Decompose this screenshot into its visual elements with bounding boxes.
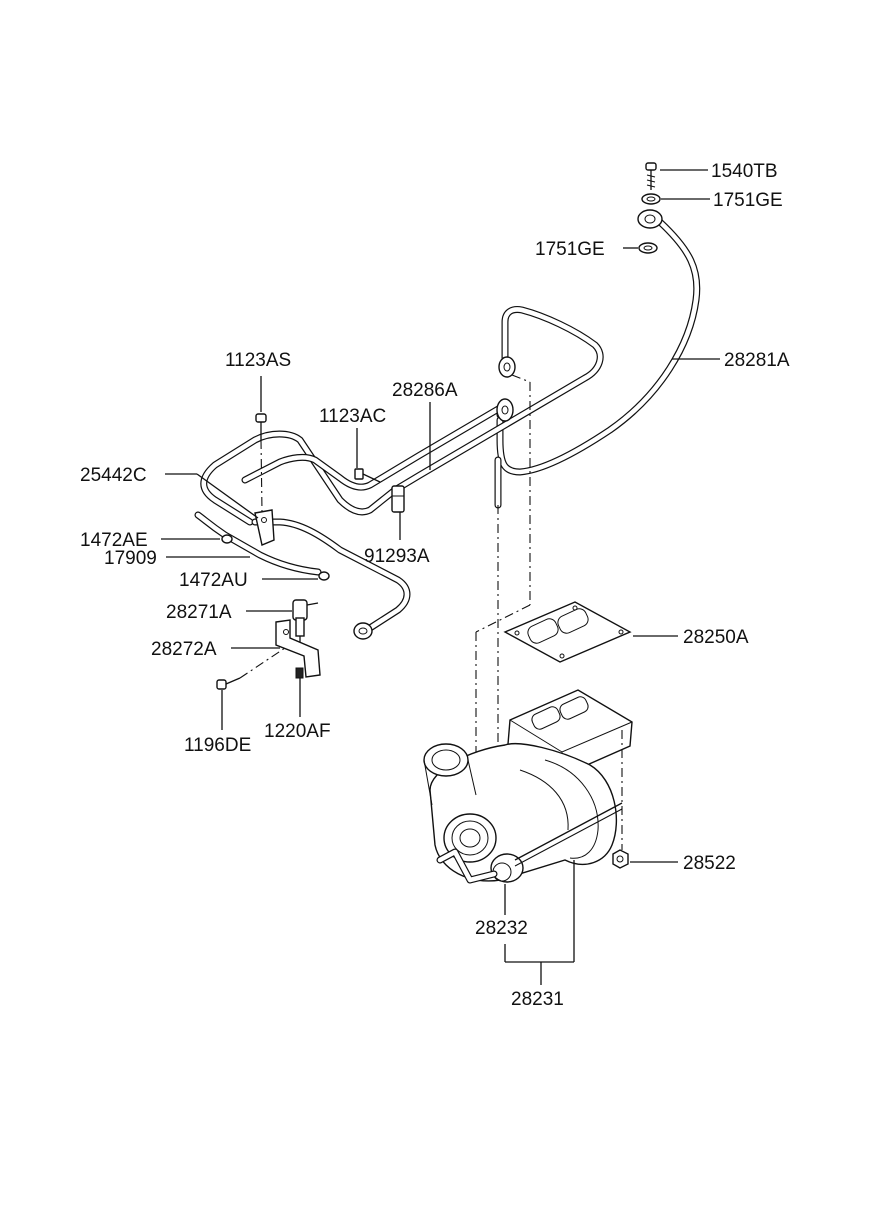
label-1540TB: 1540TB bbox=[711, 161, 778, 182]
bolt-1220AF bbox=[295, 667, 304, 679]
leader-lines bbox=[161, 169, 720, 985]
label-17909: 17909 bbox=[104, 548, 157, 569]
label-28250A: 28250A bbox=[683, 627, 749, 648]
bracket-28272A bbox=[275, 619, 321, 678]
bolt-1540TB bbox=[645, 162, 657, 190]
label-28286A: 28286A bbox=[392, 380, 458, 401]
label-1123AS: 1123AS bbox=[225, 350, 291, 371]
label-28232: 28232 bbox=[475, 918, 528, 939]
label-1196DE: 1196DE bbox=[184, 735, 251, 756]
end-fitting-left bbox=[353, 622, 373, 640]
label-1751GE-mid: 1751GE bbox=[535, 239, 605, 260]
vacuum-pipe-left bbox=[251, 518, 411, 632]
bolt-1123AS bbox=[255, 413, 267, 440]
turbocharger-28231 bbox=[423, 689, 633, 884]
eye-fitting-lower bbox=[496, 398, 514, 422]
eye-fitting-upper bbox=[498, 356, 516, 378]
label-1220AF: 1220AF bbox=[264, 721, 331, 742]
label-25442C: 25442C bbox=[80, 465, 147, 486]
label-91293A: 91293A bbox=[364, 546, 430, 567]
label-28522: 28522 bbox=[683, 853, 736, 874]
valve-28271A bbox=[292, 599, 319, 642]
clip-1472AU bbox=[318, 571, 330, 581]
clamp-91293A bbox=[391, 485, 405, 513]
label-1751GE-top: 1751GE bbox=[713, 190, 783, 211]
nut-28522 bbox=[612, 849, 629, 869]
bolt-1196DE bbox=[216, 677, 241, 690]
bolt-1123AC bbox=[354, 468, 381, 483]
gasket-28250A bbox=[503, 601, 632, 663]
washer-1751GE-top bbox=[641, 193, 661, 205]
label-28231: 28231 bbox=[511, 989, 564, 1010]
label-28272A: 28272A bbox=[151, 639, 217, 660]
oil-pipe-28286A bbox=[200, 306, 604, 526]
clip-1472AE bbox=[221, 534, 233, 544]
label-1472AU: 1472AU bbox=[179, 570, 248, 591]
banjo-fitting-top bbox=[637, 209, 663, 229]
label-1472AE: 1472AE bbox=[80, 530, 148, 551]
label-28281A: 28281A bbox=[724, 350, 790, 371]
label-28271A: 28271A bbox=[166, 602, 232, 623]
washer-1751GE-mid bbox=[638, 242, 658, 254]
oil-feed-pipe-28281A bbox=[496, 218, 701, 476]
bracket-25442C bbox=[254, 509, 275, 546]
label-1123AC: 1123AC bbox=[319, 406, 386, 427]
hose-17909 bbox=[194, 511, 322, 576]
